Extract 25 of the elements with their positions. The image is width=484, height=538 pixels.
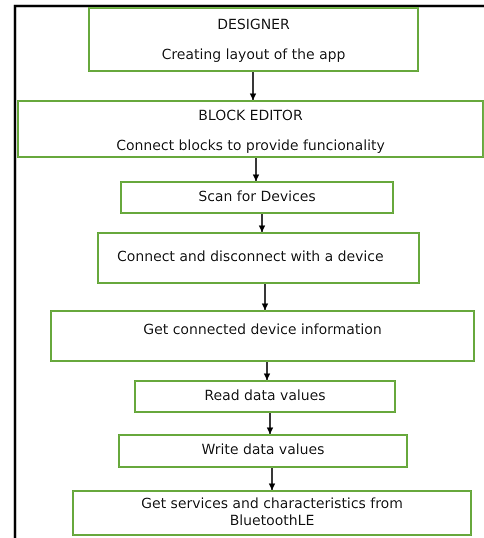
arrow	[268, 468, 276, 490]
process-box	[72, 490, 472, 536]
arrow	[262, 284, 268, 310]
process-box	[134, 380, 396, 413]
box-text: Write data values	[202, 442, 324, 460]
arrow	[258, 214, 266, 232]
arrow	[252, 158, 260, 181]
process-box	[120, 181, 394, 214]
box-text: Creating layout of the app	[162, 46, 346, 64]
box-text: Scan for Devices	[198, 188, 316, 206]
process-box	[17, 100, 484, 158]
arrow	[250, 72, 256, 100]
box-text: Get connected device information	[143, 322, 382, 340]
box-text: Connect and disconnect with a device	[117, 249, 384, 267]
box-text: Read data values	[204, 388, 326, 406]
box-text: Connect blocks to provide funcionality	[116, 138, 385, 155]
arrow	[266, 413, 274, 434]
process-box	[88, 7, 419, 72]
box-text: Get services and characteristics from BluetoothLE	[140, 496, 404, 530]
arrow	[264, 362, 270, 380]
box-heading: DESIGNER	[217, 17, 290, 34]
process-box	[50, 310, 475, 362]
process-box	[97, 232, 420, 284]
process-box	[118, 434, 408, 468]
box-heading: BLOCK EDITOR	[198, 108, 303, 126]
